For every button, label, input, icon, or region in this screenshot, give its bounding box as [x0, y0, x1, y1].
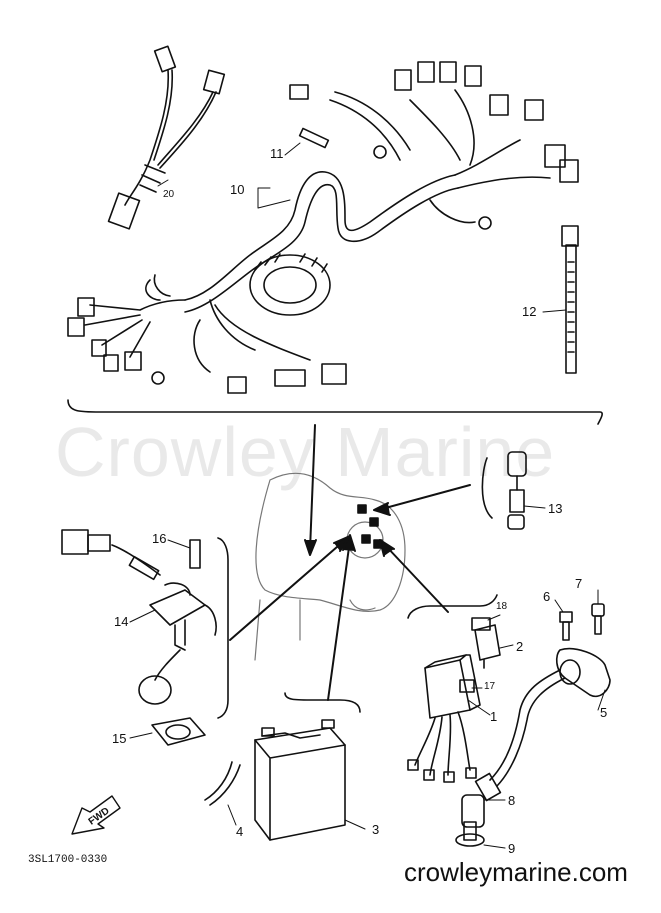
callout-6: 6 [543, 589, 551, 604]
gasket-15 [151, 717, 206, 746]
callout-2: 2 [516, 639, 524, 654]
callout-12: 12 [522, 304, 537, 319]
callout-8: 8 [508, 793, 516, 808]
callout-15: 15 [112, 731, 127, 746]
callout-11: 11 [270, 146, 284, 161]
sub-harness-20 [107, 45, 226, 230]
fuse-11 [298, 127, 330, 149]
callout-16: 16 [152, 531, 167, 546]
battery-3 [254, 692, 361, 841]
callout-3: 3 [372, 822, 380, 837]
callout-9: 9 [508, 841, 516, 856]
junction-block [373, 539, 383, 549]
cable-tie-12 [561, 225, 579, 374]
harness-brace [67, 399, 603, 425]
watermark: Crowley Marine [55, 413, 556, 491]
callout-18: 18 [496, 601, 508, 612]
bolt-6 [559, 611, 573, 641]
bracket-left [217, 537, 229, 719]
ignition-coil-5 [474, 647, 611, 802]
diagram-code: 3SL1700-0330 [28, 854, 108, 866]
pointer-arrows [229, 424, 471, 701]
bracket-cdi [407, 594, 498, 619]
fuel-sender-14 [61, 529, 217, 705]
callout-14: 14 [114, 614, 129, 629]
leader-lines [129, 142, 606, 849]
cdi-unit-17 [407, 654, 481, 783]
callout-20: 20 [163, 189, 175, 200]
callout-4: 4 [236, 824, 244, 839]
spark-plug-cap-8 [461, 794, 485, 828]
callout-17: 17 [484, 681, 496, 692]
junction-block [361, 534, 371, 544]
vehicle-outline [254, 472, 406, 661]
callout-5: 5 [600, 705, 608, 720]
fwd-arrow [71, 795, 121, 835]
relay-18 [471, 617, 501, 669]
site-label: crowleymarine.com [404, 857, 628, 887]
callout-13: 13 [548, 501, 563, 516]
callout-10: 10 [230, 182, 245, 197]
junction-block [357, 504, 367, 514]
bolt-7 [591, 603, 605, 635]
main-harness-10 [67, 61, 579, 394]
spark-plug-9 [455, 821, 485, 847]
switch-13 [481, 451, 527, 530]
junction-block [369, 517, 379, 527]
vent-tube-4 [204, 761, 241, 806]
callout-7: 7 [575, 576, 583, 591]
callout-1: 1 [490, 709, 498, 724]
